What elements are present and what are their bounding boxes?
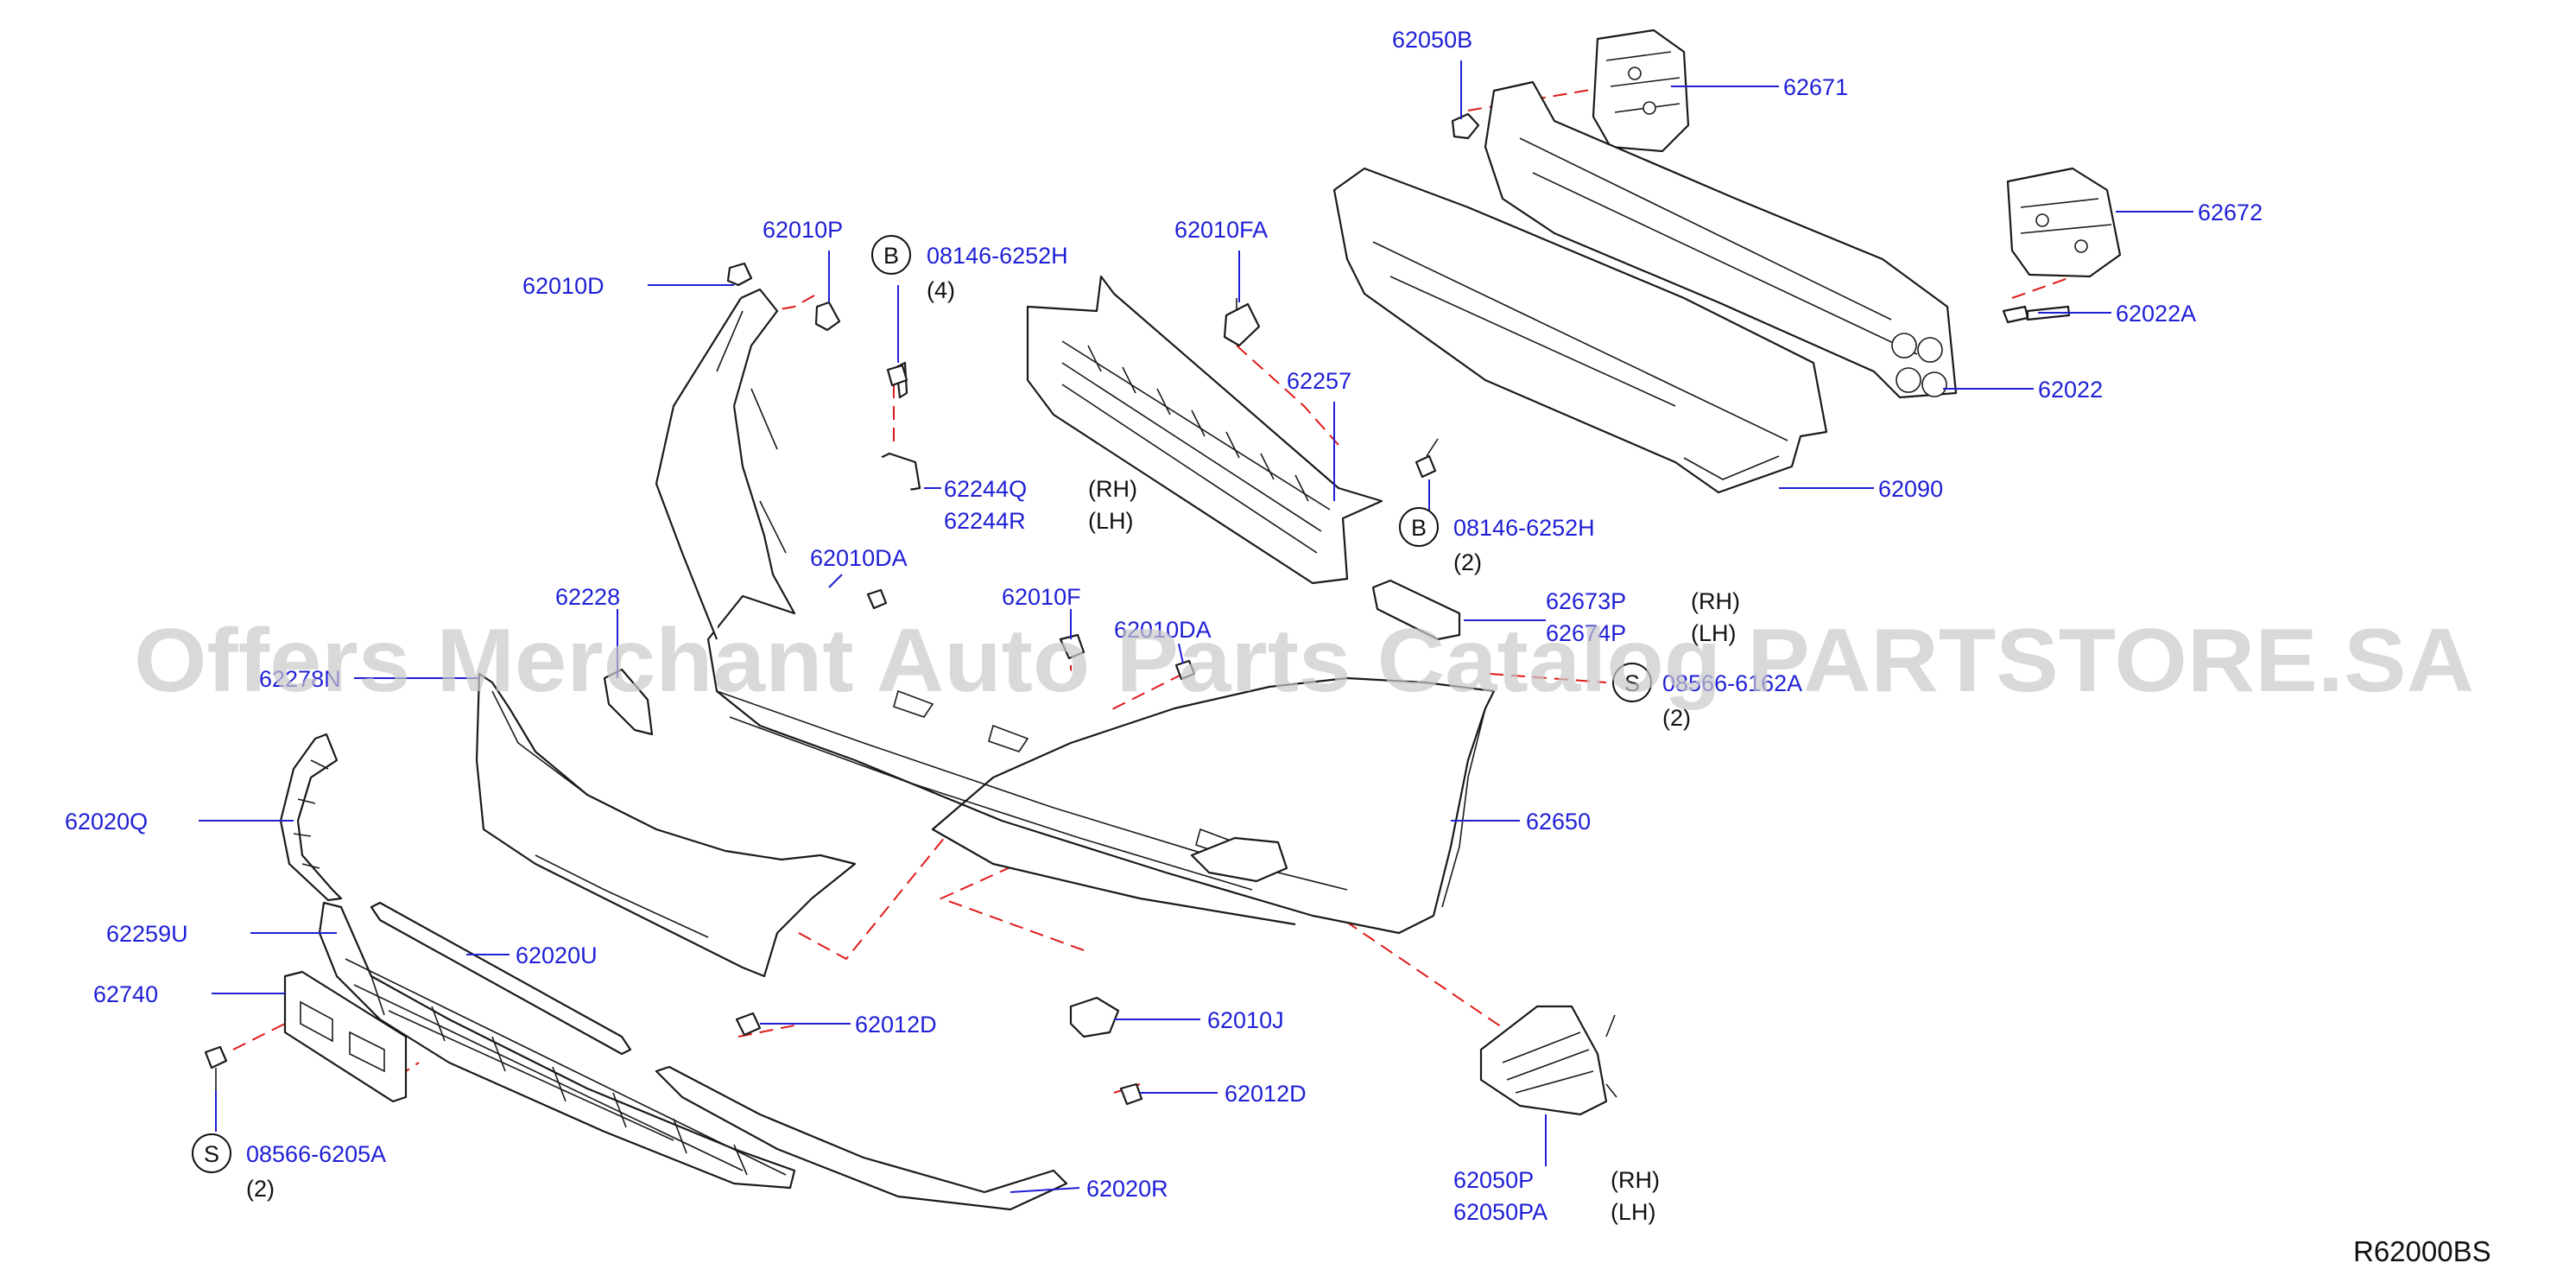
label-62010D[interactable]: 62010D [522, 273, 604, 299]
beam-62022-shape [1484, 80, 1958, 399]
label-62674P[interactable]: 62674P [1546, 620, 1626, 646]
note-62244Q-rh: (RH) [1088, 476, 1137, 502]
note-62673P-rh: (RH) [1691, 588, 1740, 614]
label-62010F[interactable]: 62010F [1002, 584, 1081, 610]
badge-circle-s-left [192, 1133, 231, 1173]
label-62010DA-left[interactable]: 62010DA [810, 545, 908, 571]
label-62022[interactable]: 62022 [2038, 377, 2103, 403]
qty-08566-left: (2) [246, 1176, 275, 1202]
strip-62020U-shape [370, 901, 632, 1056]
label-62050P[interactable]: 62050P [1453, 1167, 1534, 1193]
leader-lines [199, 60, 2193, 1193]
molding-62020R-shape [655, 1065, 1068, 1211]
label-62012D-lower[interactable]: 62012D [1225, 1081, 1307, 1107]
label-08566-6205A[interactable]: 08566-6205A [246, 1141, 386, 1167]
note-62244R-lh: (LH) [1088, 508, 1134, 534]
plate-bracket-62740-shape [283, 970, 408, 1103]
molding-62020Q-shape [279, 733, 343, 902]
label-62020Q[interactable]: 62020Q [65, 809, 148, 835]
label-62010DA-right[interactable]: 62010DA [1114, 617, 1212, 643]
label-62010J[interactable]: 62010J [1207, 1007, 1284, 1033]
label-62672[interactable]: 62672 [2198, 200, 2263, 225]
label-62244Q[interactable]: 62244Q [944, 476, 1027, 502]
grille-62259U-shape [318, 901, 796, 1190]
clip-62010F-shape [1059, 633, 1085, 660]
duct-62257-shape [1026, 275, 1383, 585]
badge-circle-s-right [1612, 663, 1652, 702]
label-08146-6252H-mid[interactable]: 08146-6252H [1453, 515, 1595, 541]
label-08566-6162A[interactable]: 08566-6162A [1662, 670, 1802, 696]
clip-62050B-shape [1451, 112, 1480, 140]
deflector-62228-shape [603, 668, 654, 736]
watermark-text: Offers Merchant Auto Parts Catalog PARTS… [134, 611, 2474, 711]
screw-left-shape [204, 1045, 228, 1090]
label-62259U[interactable]: 62259U [106, 921, 188, 947]
label-62050PA[interactable]: 62050PA [1453, 1199, 1547, 1225]
label-62010FA[interactable]: 62010FA [1174, 217, 1268, 243]
note-62050P-rh: (RH) [1611, 1167, 1660, 1193]
label-62740[interactable]: 62740 [93, 981, 158, 1007]
bumper-fascia-62650-shape [655, 288, 1496, 935]
note-62050PA-lh: (LH) [1611, 1199, 1656, 1225]
qty-08566-right: (2) [1662, 705, 1691, 731]
bracket-62672-shape [2006, 167, 2122, 278]
clips-62012D-shape [735, 1012, 1143, 1106]
label-62228[interactable]: 62228 [555, 584, 620, 610]
label-62673P[interactable]: 62673P [1546, 588, 1626, 614]
badge-letter-b-mid: B [1411, 515, 1427, 541]
label-62010P[interactable]: 62010P [763, 217, 843, 243]
bracket-62673P-shape [1371, 579, 1461, 641]
cover-62278N-shape [475, 672, 857, 978]
absorber-62090-shape [1332, 167, 1828, 494]
label-62020U[interactable]: 62020U [516, 942, 598, 968]
badge-circle-b-mid [1399, 507, 1439, 547]
bolts-08146-shape [886, 364, 1439, 479]
badge-letter-b-top: B [883, 243, 899, 269]
label-62244R[interactable]: 62244R [944, 508, 1026, 534]
bolt-62022A-shape [2002, 305, 2071, 324]
label-62278N[interactable]: 62278N [259, 666, 341, 692]
label-62090[interactable]: 62090 [1878, 476, 1943, 502]
clip-62010FA-shape [1223, 298, 1261, 347]
label-62020R[interactable]: 62020R [1086, 1176, 1168, 1202]
label-62650[interactable]: 62650 [1526, 809, 1591, 835]
circle-badges: B B S S [192, 235, 1652, 1173]
label-62012D-upper[interactable]: 62012D [855, 1012, 937, 1038]
fog-cover-62050P-shape [1479, 1005, 1617, 1116]
badge-letter-s-right: S [1624, 670, 1640, 696]
part-number-labels[interactable]: 62050B 62671 62672 62022A 62022 62090 62… [65, 27, 2263, 1225]
bracket-62671-shape [1592, 29, 1690, 153]
label-62050B[interactable]: 62050B [1392, 27, 1472, 53]
badge-letter-s-left: S [204, 1141, 219, 1167]
label-62671[interactable]: 62671 [1783, 74, 1848, 100]
qty-08146-top: (4) [927, 277, 955, 303]
label-62022A[interactable]: 62022A [2116, 301, 2196, 327]
label-62257[interactable]: 62257 [1287, 368, 1351, 394]
note-62674P-lh: (LH) [1691, 620, 1737, 646]
badge-circle-b-top [871, 235, 911, 275]
clip-62010J-shape [1069, 996, 1120, 1038]
part-shapes [204, 29, 2122, 1211]
reference-code: R62000BS [2353, 1235, 2491, 1267]
label-08146-6252H-top[interactable]: 08146-6252H [927, 243, 1068, 269]
clips-62010DA-shape [866, 588, 1196, 681]
clips-upper-left-shape [726, 262, 841, 332]
qty-08146-mid: (2) [1453, 549, 1482, 575]
